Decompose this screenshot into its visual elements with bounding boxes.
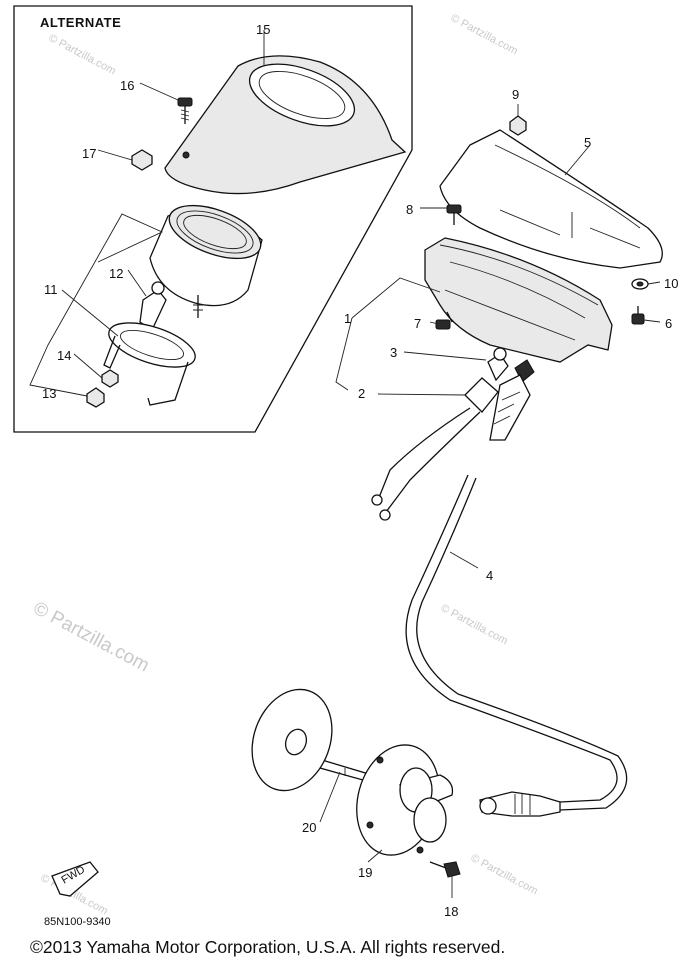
callout-19: 19 — [358, 865, 372, 880]
watermark-small: © Partzilla.com — [47, 32, 118, 77]
callout-18: 18 — [444, 904, 458, 919]
callout-13: 13 — [42, 386, 56, 401]
part-17-nut — [131, 149, 153, 171]
diagram-code: 85N100-9340 — [44, 916, 111, 928]
part-2-harness — [371, 377, 499, 521]
callout-5: 5 — [584, 135, 591, 150]
callout-15: 15 — [256, 22, 270, 37]
callout-2: 2 — [358, 386, 365, 401]
callout-20: 20 — [302, 820, 316, 835]
callout-9: 9 — [512, 87, 519, 102]
watermark-small: © Partzilla.com — [469, 852, 540, 897]
part-10-washer — [631, 278, 649, 290]
callout-1: 1 — [344, 311, 351, 326]
part-7-screw — [435, 311, 453, 330]
fwd-arrow: FWD — [51, 861, 99, 897]
part-1-meter — [424, 237, 613, 363]
part-13-nut — [86, 387, 105, 408]
callout-10: 10 — [664, 276, 678, 291]
part-16-screw — [177, 97, 193, 124]
part-12-bulb — [139, 281, 167, 331]
callout-16: 16 — [120, 78, 134, 93]
watermark-main: © Partzilla.com — [30, 598, 153, 677]
callout-17: 17 — [82, 146, 96, 161]
part-14-nut — [101, 369, 119, 388]
part-11-bracket — [103, 322, 196, 406]
callout-11: 11 — [44, 282, 58, 297]
callouts: 15 16 17 12 11 14 13 9 5 8 10 6 7 1 3 2 … — [42, 22, 678, 919]
part-5-cover — [439, 129, 663, 269]
alternate-label: ALTERNATE — [40, 15, 121, 30]
callout-12: 12 — [109, 266, 123, 281]
leader-lines — [29, 30, 661, 898]
part-18-screw — [429, 861, 461, 878]
part-6-screw — [631, 306, 645, 325]
callout-3: 3 — [390, 345, 397, 360]
watermark-small: © Partzilla.com — [439, 602, 510, 647]
callout-4: 4 — [486, 568, 493, 583]
callout-8: 8 — [406, 202, 413, 217]
part-4-cable — [405, 374, 628, 817]
callout-7: 7 — [414, 316, 421, 331]
callout-14: 14 — [57, 348, 71, 363]
part-disc — [251, 688, 333, 792]
alternate-box: ALTERNATE — [13, 5, 413, 433]
part-8-screw — [446, 204, 462, 225]
watermark-small: © Partzilla.com — [449, 12, 520, 57]
part-15-cowl — [164, 55, 407, 195]
copyright-notice: ©2013 Yamaha Motor Corporation, U.S.A. A… — [30, 937, 506, 957]
part-19-gear-unit — [356, 744, 454, 856]
callout-6: 6 — [665, 316, 672, 331]
part-9-nut — [509, 115, 527, 136]
part-meter-alt — [149, 204, 263, 318]
